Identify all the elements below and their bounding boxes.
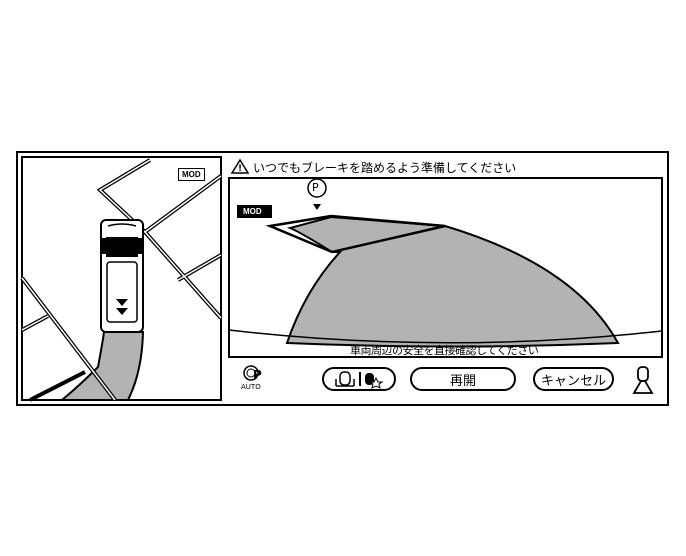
camera-mode-badge: MOD [243, 207, 262, 216]
camera-view-panel: ! [228, 158, 663, 394]
camera-view-toggle-icon [632, 366, 654, 394]
warning-icon [230, 158, 250, 174]
brake-warning-text: いつでもブレーキを踏めるよう準備してください [253, 161, 517, 175]
view-switch-button[interactable] [322, 367, 396, 391]
auto-label: AUTO [241, 383, 261, 391]
resume-button[interactable]: 再開 [410, 367, 516, 391]
view-switch-icon [335, 371, 384, 389]
parking-target-frame[interactable] [265, 214, 446, 254]
top-view-mode-badge: MOD [178, 168, 205, 181]
auto-park-p-label: P [253, 368, 262, 382]
planned-path [59, 331, 145, 401]
mode-badge-bg [237, 205, 272, 218]
distance-guide-line [228, 329, 663, 344]
vehicle-icon [100, 219, 144, 333]
parking-marker-label: P [312, 181, 319, 194]
top-view-panel [20, 156, 223, 402]
predicted-path [285, 215, 620, 348]
marker-arrow-icon [313, 204, 321, 210]
svg-text:!: ! [238, 164, 242, 174]
parking-marker-icon [307, 178, 327, 198]
cancel-button[interactable]: キャンセル [533, 367, 614, 391]
safety-check-text: 車両周辺の安全を直接確認してください [350, 344, 539, 357]
auto-park-icon [243, 365, 259, 381]
reverse-arrows-icon [116, 299, 128, 315]
